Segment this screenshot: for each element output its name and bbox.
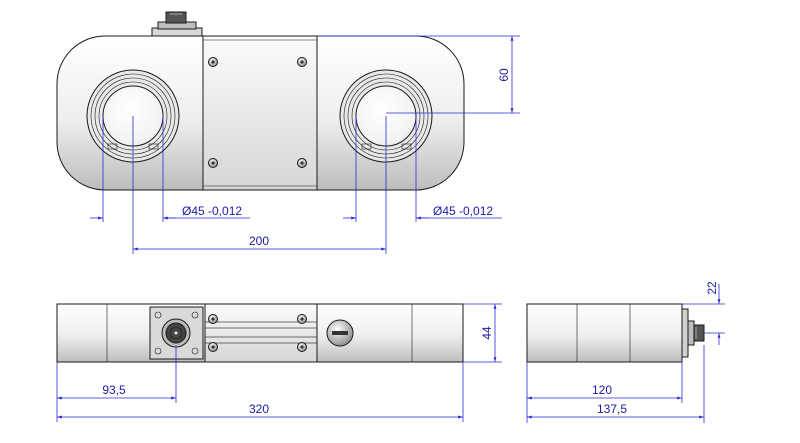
front-plate-screws: [208, 314, 307, 352]
dim-front-height: 44: [463, 303, 502, 363]
dim-label-320: 320: [249, 402, 269, 416]
dim-left-bore: Ø45 -0,012: [90, 116, 250, 222]
dim-label-44: 44: [480, 326, 494, 340]
dim-label-200: 200: [249, 234, 269, 248]
dim-label-60: 60: [497, 68, 511, 82]
dim-side-total: 137,5: [527, 345, 705, 423]
dim-label-22: 22: [705, 281, 719, 295]
front-slot-screw: [326, 319, 354, 347]
dim-label-left-bore: Ø45 -0,012: [182, 204, 242, 218]
dim-top-height: 60: [317, 35, 520, 114]
dim-connector-offset: 93,5: [56, 347, 177, 422]
dim-label-120: 120: [592, 383, 612, 397]
dim-total-length: 320: [57, 362, 464, 422]
plate-screws: [208, 57, 307, 168]
dim-label-137-5: 137,5: [597, 402, 627, 416]
top-connector: [151, 11, 203, 38]
front-view: 44 93,5 320: [56, 303, 502, 422]
front-connector: [149, 306, 204, 360]
dim-side-width: 120: [526, 362, 683, 423]
side-body: [526, 303, 683, 363]
dim-center-distance: 200: [132, 116, 387, 254]
dim-connector-height: 22: [682, 281, 725, 345]
dim-label-93-5: 93,5: [102, 383, 126, 397]
top-view: 60 Ø45 -0,012 Ø45 -0,012 200: [56, 11, 520, 254]
dim-right-bore: Ø45 -0,012: [343, 116, 502, 222]
side-view: 22 120 137,5: [526, 281, 725, 423]
side-connector: [681, 308, 705, 358]
dim-label-right-bore: Ø45 -0,012: [433, 204, 493, 218]
